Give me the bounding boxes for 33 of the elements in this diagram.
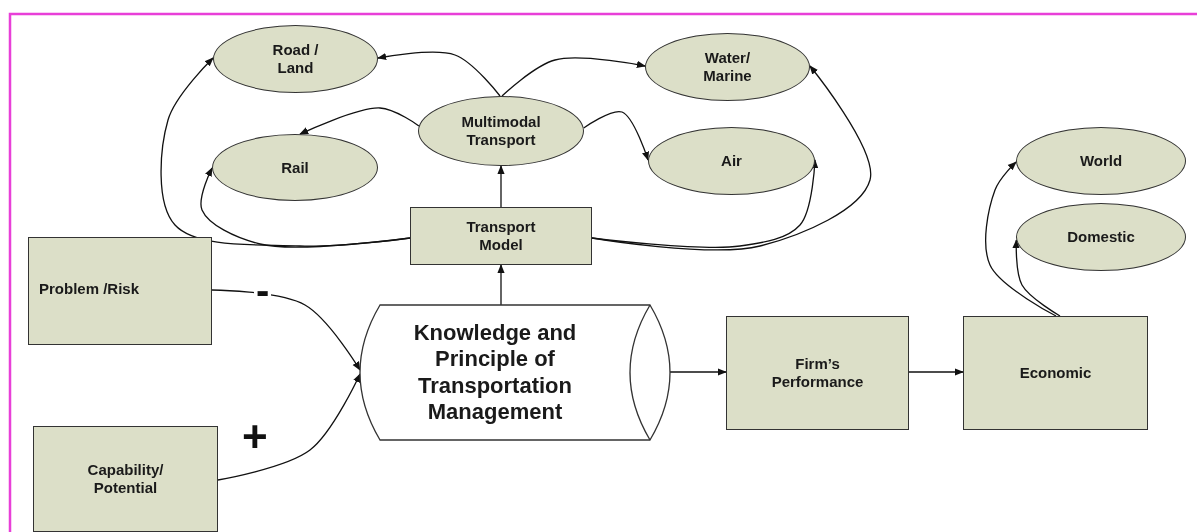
arrow [299, 107, 420, 135]
arrow [908, 368, 964, 376]
node-label: Air [721, 152, 742, 170]
arrow [377, 51, 501, 97]
node-label: Capability/ Potential [86, 461, 165, 497]
process-box [410, 207, 592, 265]
process-box [28, 237, 212, 345]
arrow [211, 289, 361, 371]
node-label: Firm’s Performance [770, 355, 865, 391]
process-box [726, 316, 909, 430]
node-label: Road / Land [271, 41, 320, 77]
arrow [669, 368, 727, 376]
process-box [963, 316, 1148, 430]
arrow [591, 65, 872, 251]
node-label: Transport Model [465, 218, 537, 254]
arrow [1012, 239, 1061, 317]
arrow [497, 165, 505, 208]
node-label: Knowledge and Principle of Transportation Management [412, 319, 578, 426]
arrow [217, 373, 361, 481]
cylinder-node [360, 305, 670, 440]
process-box [33, 426, 218, 532]
node-label: Domestic [1067, 228, 1135, 246]
node-label: Problem /Risk [39, 280, 140, 298]
arrow [501, 57, 646, 97]
arrow [985, 161, 1057, 317]
node-label: Rail [281, 158, 309, 177]
node-label: Economic [1019, 364, 1092, 382]
arrow [583, 110, 649, 161]
node-label: Multimodal Transport [460, 113, 542, 149]
node-label: Water/ Marine [702, 49, 753, 85]
node-label: World [1079, 152, 1123, 170]
arrow [200, 167, 411, 248]
arrow [497, 264, 505, 306]
